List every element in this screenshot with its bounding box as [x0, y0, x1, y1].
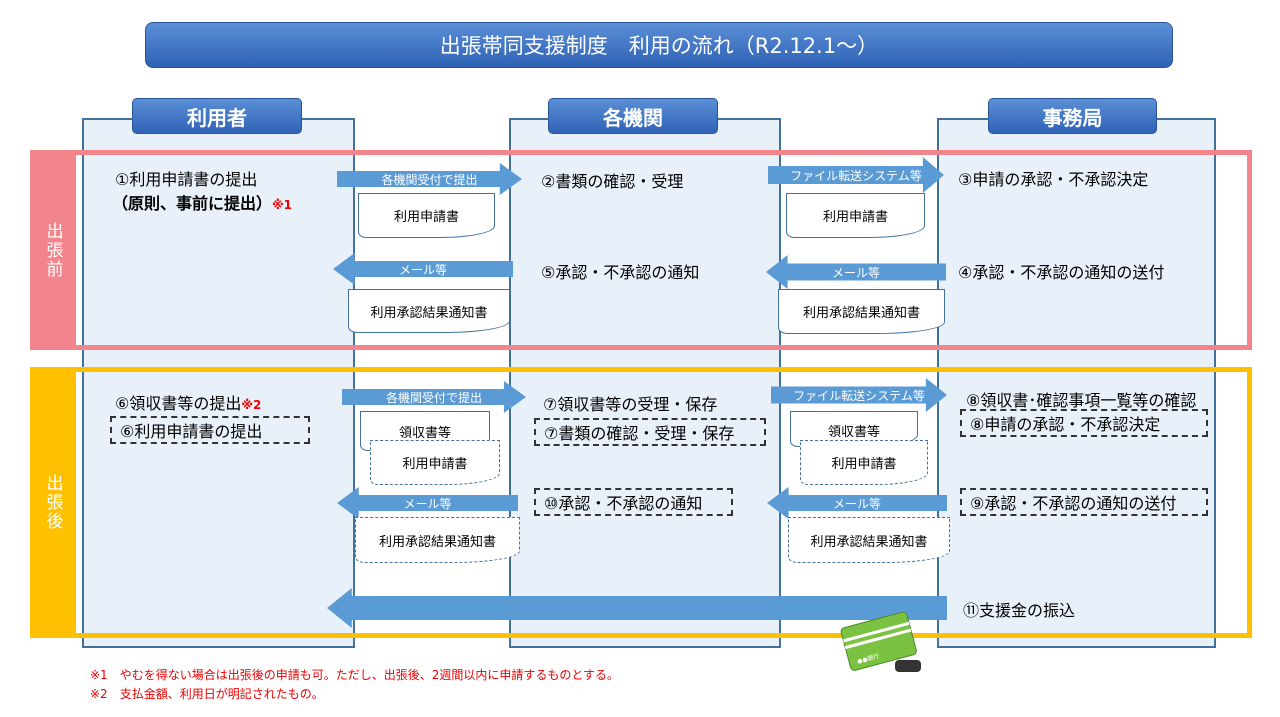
step-1-sub: （原則、事前に提出）	[112, 194, 273, 213]
step-5: ⑤承認・不承認の通知	[541, 263, 700, 282]
column-header-office: 事務局	[988, 98, 1157, 134]
step-7: ⑦領収書等の受理・保存	[543, 395, 718, 414]
column-office	[937, 118, 1216, 648]
doc-application-after: 利用申請書	[370, 440, 500, 485]
column-header-institution: 各機関	[548, 98, 718, 134]
step-8b: ⑧申請の承認・不承認決定	[960, 409, 1208, 437]
doc-result-before: 利用承認結果通知書	[348, 289, 510, 333]
band-after-label: 出張後	[30, 367, 76, 638]
step-1: ①利用申請書の提出	[115, 170, 258, 189]
step-6: ⑥領収書等の提出	[115, 394, 242, 413]
footnote-1: ※1 やむを得ない場合は出張後の申請も可。ただし、出張後、2週間以内に申請するも…	[90, 668, 619, 682]
step-4: ④承認・不承認の通知の送付	[958, 263, 1165, 282]
doc-result-office-after: 利用承認結果通知書	[788, 517, 950, 563]
step-6b: ⑥利用申請書の提出	[110, 416, 310, 444]
column-header-user: 利用者	[132, 98, 302, 134]
step-11: ⑪支援金の振込	[963, 601, 1076, 620]
step-2: ②書類の確認・受理	[541, 172, 684, 191]
page-title: 出張帯同支援制度 利用の流れ（R2.12.1～）	[145, 22, 1173, 68]
column-user	[82, 118, 355, 648]
doc-application-office-after: 利用申請書	[800, 440, 928, 485]
note-mark-1: ※1	[272, 198, 293, 212]
band-before-label: 出張前	[30, 150, 76, 350]
step-9: ⑨承認・不承認の通知の送付	[960, 488, 1208, 516]
doc-application-office-before: 利用申請書	[786, 193, 925, 238]
note-mark-2: ※2	[241, 398, 262, 412]
step-10: ⑩承認・不承認の通知	[534, 488, 733, 516]
column-institution	[509, 118, 781, 648]
step-8: ⑧領収書･確認事項一覧等の確認	[966, 391, 1197, 410]
footnote-2: ※2 支払金額、利用日が明記されたもの。	[90, 687, 324, 701]
doc-result-office-before: 利用承認結果通知書	[778, 289, 945, 334]
doc-application-before: 利用申請書	[358, 193, 495, 238]
stamp-icon	[895, 660, 921, 672]
step-7b: ⑦書類の確認・受理・保存	[534, 418, 766, 446]
bankbook-icon: ●●銀行	[840, 611, 921, 672]
doc-result-after: 利用承認結果通知書	[355, 517, 520, 563]
step-3: ③申請の承認・不承認決定	[958, 170, 1149, 189]
